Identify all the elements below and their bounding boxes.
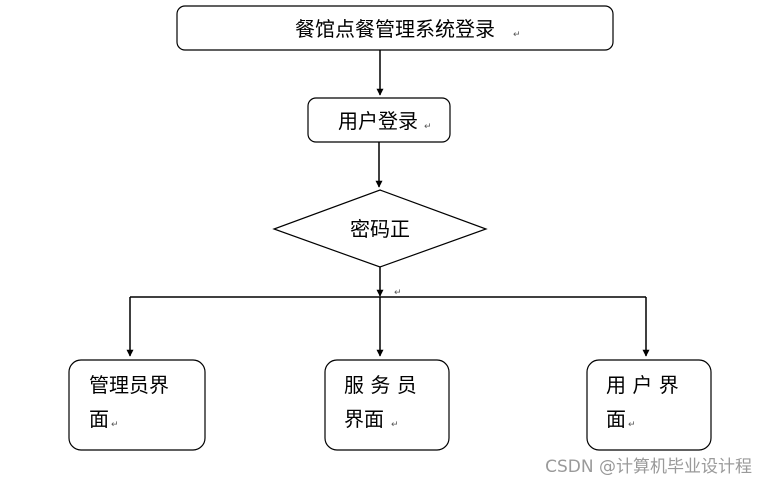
admin-interface-label-line2: 面 <box>89 407 109 431</box>
waiter-interface-box <box>324 359 450 451</box>
system-login-node: 餐馆点餐管理系统登录 ↵ <box>176 5 614 51</box>
password-check-label: 密码正 <box>350 217 410 241</box>
paragraph-mark: ↵ <box>424 122 432 132</box>
system-login-box <box>176 5 614 51</box>
user-login-node: 用户登录 ↵ <box>307 97 451 143</box>
waiter-interface-node: 服 务 员 界面 ↵ <box>324 359 450 451</box>
admin-interface-node: 管理员界 面 ↵ <box>68 359 206 451</box>
paragraph-mark: ↵ <box>628 420 636 430</box>
waiter-interface-label-line1: 服 务 员 <box>344 373 417 397</box>
admin-interface-label-line1: 管理员界 <box>89 373 169 397</box>
user-interface-label-line2: 面 <box>606 407 626 431</box>
paragraph-mark: ↵ <box>111 420 119 430</box>
watermark-text: CSDN @计算机毕业设计程 <box>545 457 752 477</box>
user-interface-node: 用 户 界 面 ↵ <box>586 359 712 451</box>
paragraph-mark: ↵ <box>513 30 521 40</box>
user-login-label: 用户登录 <box>338 109 418 133</box>
user-interface-label-line1: 用 户 界 <box>606 373 679 397</box>
admin-interface-box <box>68 359 206 451</box>
paragraph-mark: ↵ <box>394 288 402 298</box>
waiter-interface-label-line2: 界面 <box>344 407 384 431</box>
paragraph-mark: ↵ <box>391 420 399 430</box>
system-login-label: 餐馆点餐管理系统登录 <box>295 17 495 41</box>
user-interface-box <box>586 359 712 451</box>
password-check-node: 密码正 <box>272 189 488 268</box>
